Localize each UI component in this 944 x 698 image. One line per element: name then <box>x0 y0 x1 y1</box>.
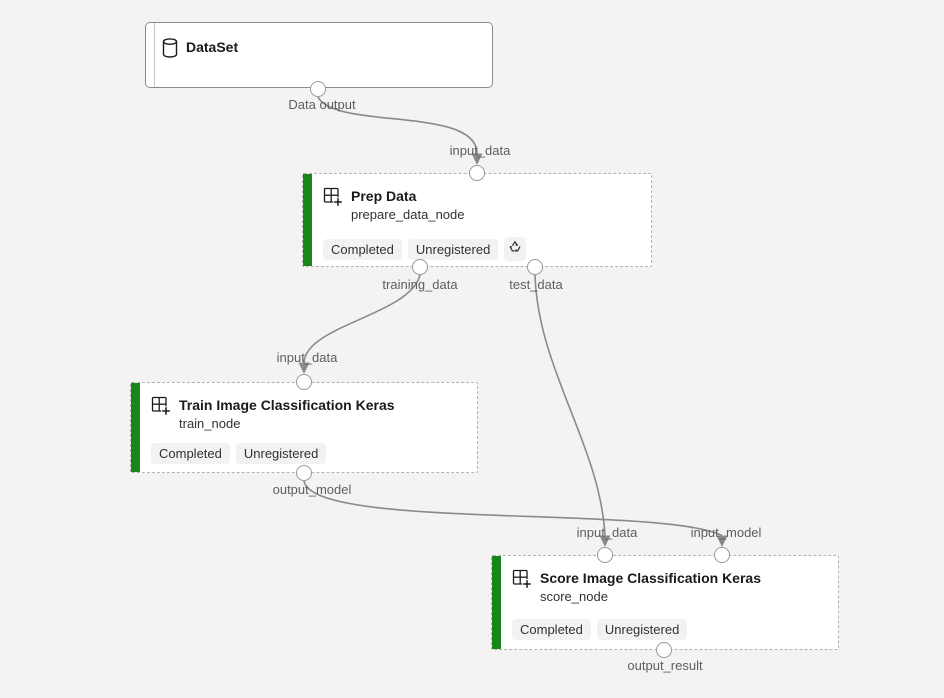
port-label-output-model: output_model <box>272 482 352 497</box>
node-prep-data[interactable]: Prep Data prepare_data_node Completed Un… <box>302 173 652 267</box>
component-icon <box>512 569 532 594</box>
node-subtitle: score_node <box>540 589 608 604</box>
port-train-output-model[interactable] <box>296 465 312 481</box>
port-score-input-data[interactable] <box>597 547 613 563</box>
port-label-test-data: test_data <box>509 277 563 292</box>
node-subtitle: train_node <box>179 416 241 431</box>
status-bar <box>492 556 501 649</box>
dataset-accent-line <box>154 23 155 87</box>
edge-dataset-to-prep[interactable] <box>317 96 478 154</box>
port-label-output-result: output_result <box>627 658 703 673</box>
node-title: Prep Data <box>351 188 417 204</box>
port-prep-test-data[interactable] <box>527 259 543 275</box>
edge-prep-training-to-train[interactable] <box>303 274 421 363</box>
port-score-input-model[interactable] <box>714 547 730 563</box>
registration-badge: Unregistered <box>407 238 499 260</box>
edge-train-output-to-score[interactable] <box>303 480 723 537</box>
port-label-score-input-model: input_model <box>690 525 762 540</box>
arrowhead-score-input-data <box>599 535 611 547</box>
port-label-training-data: training_data <box>382 277 458 292</box>
registration-badge: Unregistered <box>235 443 327 464</box>
node-title: Score Image Classification Keras <box>540 570 761 586</box>
port-label-score-input-data: input_data <box>576 525 638 540</box>
port-train-input-data[interactable] <box>296 374 312 390</box>
status-badge: Completed <box>512 619 591 640</box>
status-bar <box>303 174 312 266</box>
reuse-badge <box>504 237 527 261</box>
component-icon <box>151 396 171 421</box>
arrowhead-score-input-model <box>716 535 728 547</box>
status-badge: Completed <box>323 238 402 260</box>
component-icon <box>323 187 343 212</box>
status-badge: Completed <box>151 443 230 464</box>
node-title: Train Image Classification Keras <box>179 397 395 413</box>
database-icon <box>162 38 178 63</box>
port-prep-training-data[interactable] <box>412 259 428 275</box>
port-label-data-output: Data output <box>288 97 356 112</box>
node-train[interactable]: Train Image Classification Keras train_n… <box>130 382 478 473</box>
status-bar <box>131 383 140 472</box>
registration-badge: Unregistered <box>596 619 688 640</box>
port-dataset-output[interactable] <box>310 81 326 97</box>
port-prep-input-data[interactable] <box>469 165 485 181</box>
node-subtitle: prepare_data_node <box>351 207 465 222</box>
arrowhead-train-input <box>298 362 310 374</box>
node-score[interactable]: Score Image Classification Keras score_n… <box>491 555 839 650</box>
node-dataset[interactable]: DataSet <box>145 22 493 88</box>
node-title: DataSet <box>186 39 239 55</box>
arrowhead-prep-input <box>471 153 483 165</box>
edge-prep-test-to-score[interactable] <box>534 274 606 536</box>
port-label-prep-input-data: input_data <box>449 143 511 158</box>
reuse-icon <box>508 240 522 258</box>
port-label-train-input-data: input_data <box>276 350 338 365</box>
port-score-output-result[interactable] <box>656 642 672 658</box>
